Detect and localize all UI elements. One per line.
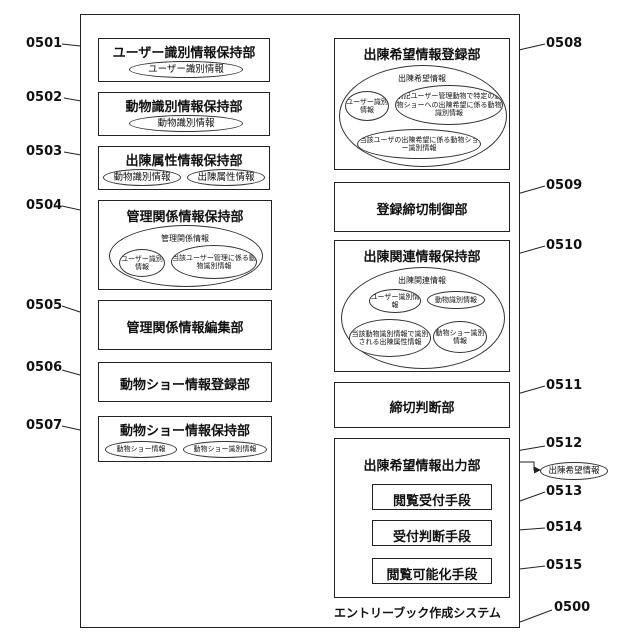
animal-show-info-ellipse: 動物ショー情報 <box>105 441 177 458</box>
management-relation-holder-block: 管理関係情報保持部 管理関係情報 ユーザー識別情報 当該ユーザー管理に係る動物識… <box>98 200 272 290</box>
user-id-ellipse: ユーザー識別情報 <box>129 61 243 78</box>
block-title: 登録締切制御部 <box>335 199 509 218</box>
ref-0508: 0508 <box>546 36 582 51</box>
block-title: 出陳属性情報保持部 <box>99 150 269 169</box>
show-id-ellipse: 動物ショー識別情報 <box>433 321 487 353</box>
entry-attribute-ellipse: 当該動物識別情報で識別される出陳属性情報 <box>349 319 431 357</box>
viewing-reception-means-block: 閲覧受付手段 <box>372 484 492 510</box>
ref-0515: 0515 <box>546 558 582 573</box>
viewing-enable-means-block: 閲覧可能化手段 <box>372 558 492 584</box>
animal-id-ellipse: 動物識別情報 <box>129 115 243 132</box>
ref-0513: 0513 <box>546 484 582 499</box>
ref-0512: 0512 <box>546 436 582 451</box>
registration-deadline-control-block: 登録締切制御部 <box>334 182 510 232</box>
entry-attribute-holder-block: 出陳属性情報保持部 動物識別情報 出陳属性情報 <box>98 146 270 190</box>
user-id-holder-block: ユーザー識別情報保持部 ユーザー識別情報 <box>98 38 270 82</box>
user-id-ellipse: ユーザー識別情報 <box>119 249 165 277</box>
animal-show-holder-block: 動物ショー情報保持部 動物ショー情報 動物ショー識別情報 <box>98 416 272 462</box>
deadline-judgment-block: 締切判断部 <box>334 382 510 428</box>
block-title: 閲覧可能化手段 <box>373 564 491 583</box>
user-id-ellipse: ユーザー識別情報 <box>345 91 389 121</box>
block-title: 動物識別情報保持部 <box>99 96 269 115</box>
block-title: 出陳関連情報保持部 <box>335 246 509 265</box>
ref-0511: 0511 <box>546 378 582 393</box>
entry-request-registration-block: 出陳希望情報登録部 出陳希望情報 ユーザー識別情報 前記ユーザー管理動物で特定の… <box>334 38 510 170</box>
ref-0502: 0502 <box>26 90 62 105</box>
output-entry-request-ellipse: 出陳希望情報 <box>540 462 608 480</box>
ref-0507: 0507 <box>26 418 62 433</box>
group-caption: 管理関係情報 <box>99 233 271 244</box>
animal-id-ellipse: 動物識別情報 <box>427 291 485 309</box>
managed-animal-id-ellipse: 当該ユーザー管理に係る動物識別情報 <box>171 245 257 279</box>
ref-0506: 0506 <box>26 360 62 375</box>
block-title: 管理関係情報保持部 <box>99 206 271 225</box>
entry-related-holder-block: 出陳関連情報保持部 出陳関連情報 ユーザー識別情報 動物識別情報 当該動物識別情… <box>334 240 510 372</box>
animal-id-ellipse: 動物識別情報 <box>103 169 181 186</box>
animal-show-registration-block: 動物ショー情報登録部 <box>98 362 272 402</box>
entry-attribute-ellipse: 出陳属性情報 <box>187 169 265 186</box>
reception-judgment-means-block: 受付判断手段 <box>372 520 492 546</box>
animal-show-id-ellipse: 動物ショー識別情報 <box>183 441 267 458</box>
requested-animal-id-ellipse: 前記ユーザー管理動物で特定の動物ショーへの出陳希望に係る動物識別情報 <box>395 85 503 125</box>
block-title: 受付判断手段 <box>373 526 491 545</box>
group-caption: 出陳希望情報 <box>335 73 509 84</box>
ref-0503: 0503 <box>26 144 62 159</box>
block-title: ユーザー識別情報保持部 <box>99 42 269 61</box>
ref-0501: 0501 <box>26 36 62 51</box>
group-caption: 出陳関連情報 <box>335 275 509 286</box>
management-relation-editor-block: 管理関係情報編集部 <box>98 300 272 350</box>
block-title: 出陳希望情報登録部 <box>335 44 509 63</box>
animal-id-holder-block: 動物識別情報保持部 動物識別情報 <box>98 92 270 136</box>
ref-0500: 0500 <box>554 600 590 615</box>
ref-0504: 0504 <box>26 198 62 213</box>
ref-0505: 0505 <box>26 298 62 313</box>
block-title: 動物ショー情報保持部 <box>99 420 271 439</box>
block-title: 出陳希望情報出力部 <box>335 455 509 474</box>
ref-0509: 0509 <box>546 178 582 193</box>
ref-0510: 0510 <box>546 238 582 253</box>
block-title: 管理関係情報編集部 <box>99 317 271 336</box>
block-title: 締切判断部 <box>335 397 509 416</box>
block-title: 閲覧受付手段 <box>373 490 491 509</box>
ref-0514: 0514 <box>546 520 582 535</box>
system-label: エントリーブック作成システム <box>334 604 501 621</box>
block-title: 動物ショー情報登録部 <box>99 374 271 393</box>
requested-show-id-ellipse: 当該ユーザの出陳希望に係る動物ショー識別情報 <box>357 129 481 159</box>
user-id-ellipse: ユーザー識別情報 <box>369 289 421 313</box>
